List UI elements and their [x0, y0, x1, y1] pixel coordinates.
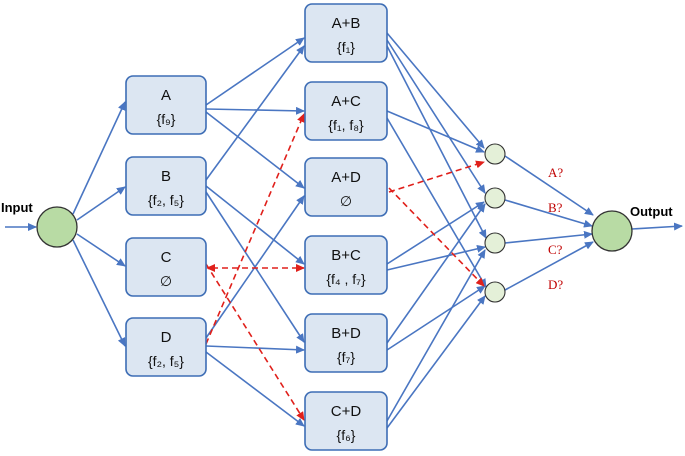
edge-arrow-7	[205, 111, 305, 189]
dashed-arrow-4	[388, 187, 485, 287]
question-label-a: A?	[548, 165, 563, 180]
box-ac: A+C {f₁, f₈}	[304, 81, 388, 141]
box-bd-features: {f₇}	[337, 349, 355, 365]
dashed-arrow-3	[388, 160, 485, 193]
edge-arrow-1	[72, 101, 126, 215]
box-d-features: {f₂, f₅}	[148, 353, 184, 369]
output-label: Output	[630, 204, 673, 219]
box-cd-features: {f₆}	[337, 427, 356, 443]
edge-arrow-23	[386, 249, 486, 422]
edge-arrow-9	[205, 185, 305, 265]
edge-arrow-26	[504, 199, 593, 228]
question-label-c: C?	[548, 242, 563, 257]
output-neuron-c	[484, 232, 506, 254]
box-bd-title: B+D	[331, 325, 361, 342]
input-label: Input	[1, 200, 33, 215]
question-label-b: B?	[548, 200, 563, 215]
box-cd: C+D {f₆}	[304, 391, 388, 451]
output-neuron-d	[484, 281, 506, 303]
box-d: D {f₂, f₅}	[125, 317, 207, 377]
box-b-title: B	[161, 168, 171, 185]
box-ac-features: {f₁, f₈}	[328, 117, 364, 133]
box-c: C ∅	[125, 237, 207, 297]
edge-arrow-27	[504, 230, 593, 244]
dashed-arrow-2	[205, 263, 305, 421]
edge-arrow-2	[76, 186, 126, 221]
edge-arrow-24	[386, 295, 486, 429]
box-a-features: {f₉}	[157, 111, 176, 127]
edge-arrow-6	[205, 106, 305, 115]
box-a: A {f₉}	[125, 75, 207, 135]
dashed-arrowhead-c	[206, 264, 215, 272]
edge-arrow-20	[386, 244, 486, 271]
edge-arrow-3	[76, 233, 126, 267]
edge-arrow-16	[386, 45, 487, 239]
edge-arrow-25	[504, 155, 594, 216]
edge-arrow-29	[631, 222, 683, 231]
box-b: B {f₂, f₅}	[125, 156, 207, 216]
edge-arrow-18	[386, 117, 487, 288]
edge-arrow-17	[386, 110, 485, 153]
edge-arrow-5	[205, 37, 305, 106]
output-neuron-a	[484, 143, 506, 165]
box-c-title: C	[161, 249, 172, 266]
box-bc-features: {f₄ , f₇}	[326, 271, 366, 287]
edges-layer	[5, 32, 683, 429]
box-ab-title: A+B	[332, 15, 361, 32]
box-cd-title: C+D	[331, 403, 362, 420]
output-node	[591, 210, 633, 252]
box-ad: A+D ∅	[304, 157, 388, 217]
box-b-features: {f₂, f₅}	[148, 192, 184, 208]
input-node	[36, 206, 78, 248]
box-ac-title: A+C	[331, 93, 361, 110]
edge-arrow-8	[205, 45, 305, 181]
edge-arrow-4	[72, 239, 126, 347]
box-ad-features: ∅	[340, 193, 352, 209]
box-bd: B+D {f₇}	[304, 313, 388, 373]
edge-arrow-11	[205, 195, 305, 339]
edge-arrow-14	[386, 32, 485, 149]
edge-arrow-28	[504, 241, 594, 291]
dashed-edges-layer	[205, 113, 485, 421]
edge-arrow-12	[205, 345, 305, 354]
edge-arrow-19	[386, 201, 485, 265]
box-c-features: ∅	[160, 273, 172, 289]
box-bc-title: B+C	[331, 247, 361, 264]
edge-arrow-21	[386, 203, 486, 344]
box-ad-title: A+D	[331, 169, 361, 186]
box-bc: B+C {f₄ , f₇}	[304, 235, 388, 295]
dashed-arrow-0	[205, 113, 305, 345]
output-neuron-b	[484, 187, 506, 209]
box-d-title: D	[161, 329, 172, 346]
edge-arrow-13	[205, 351, 305, 427]
edge-arrow-22	[386, 285, 486, 351]
box-a-title: A	[161, 87, 171, 104]
question-label-d: D?	[548, 277, 563, 292]
box-ab-features: {f₁}	[337, 39, 355, 55]
box-ab: A+B {f₁}	[304, 3, 388, 63]
